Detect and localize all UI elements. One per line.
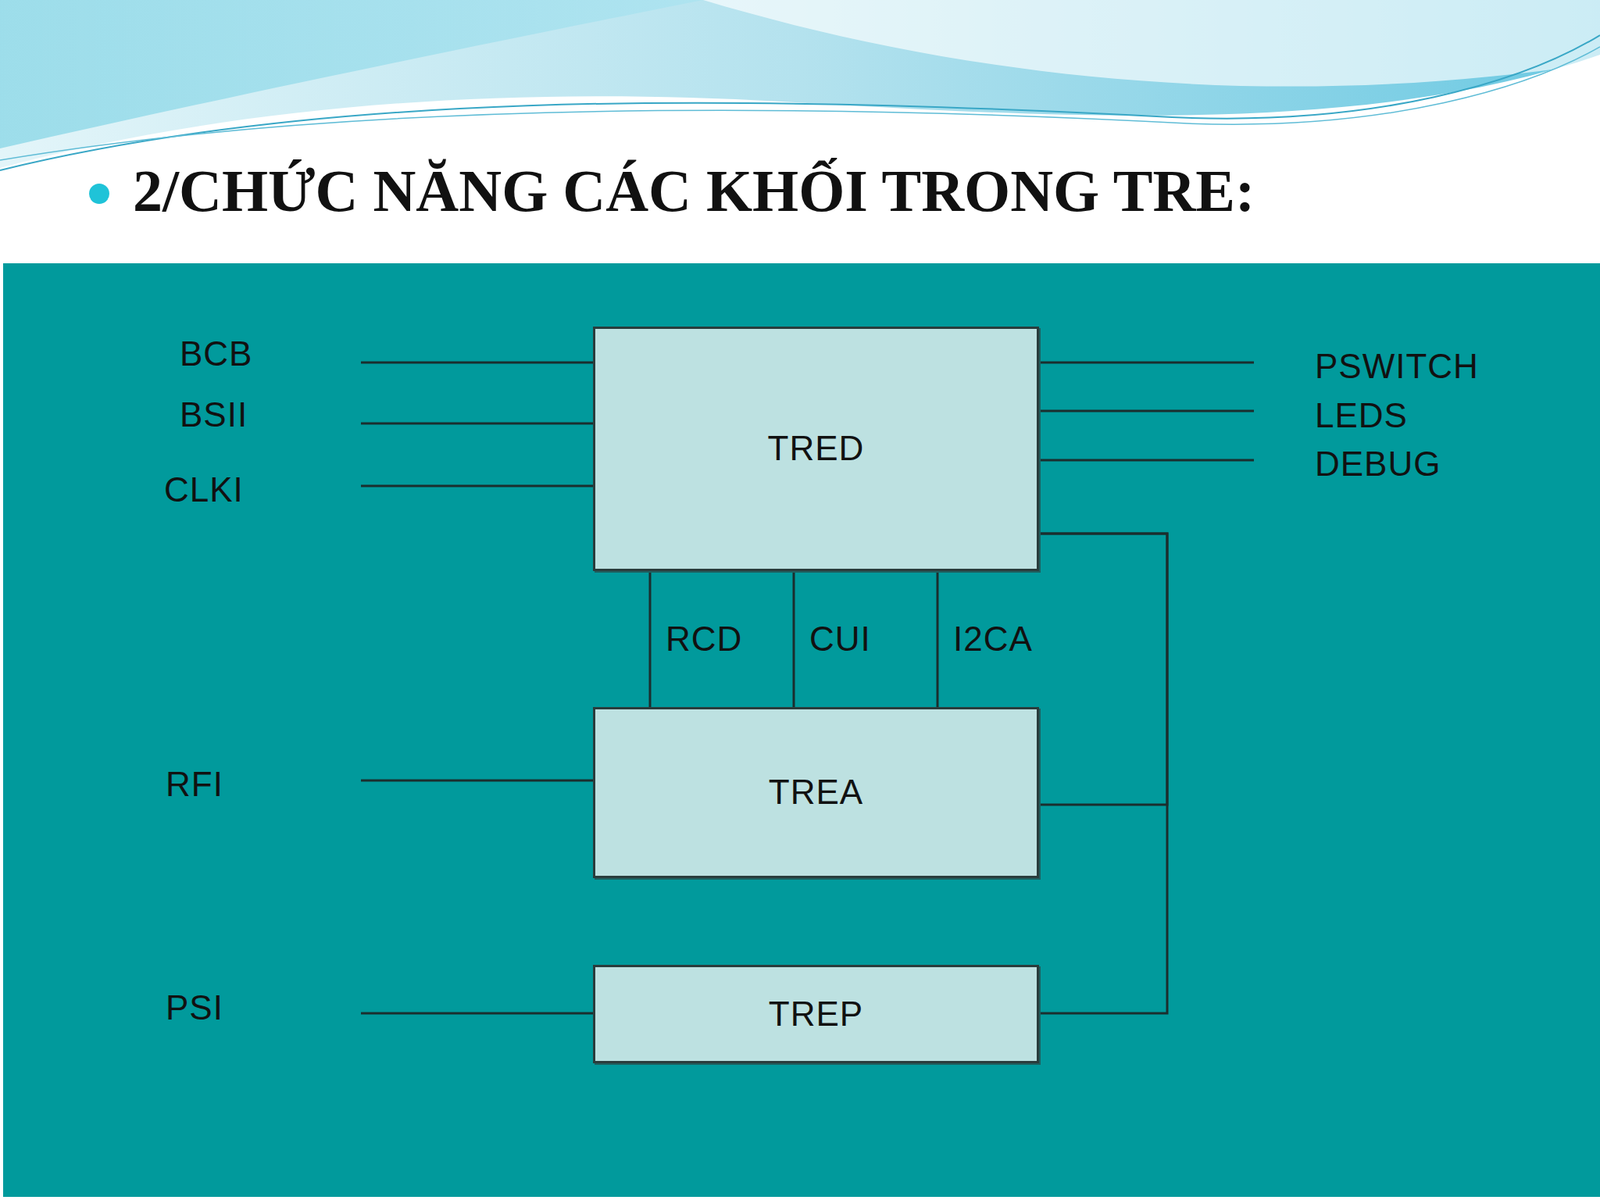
signal-name: PSI [165, 989, 224, 1027]
block-box: TREA [592, 707, 1040, 879]
signal-connector [792, 571, 796, 708]
signal-wire [1039, 410, 1254, 413]
bus-name: CUI [809, 620, 872, 658]
block-box: TRED [592, 326, 1040, 572]
signal-connector [1039, 533, 1168, 1014]
header-wave [0, 0, 1600, 168]
signal-connector [936, 571, 940, 708]
block-name: TREP [768, 995, 864, 1033]
header-line [0, 35, 1600, 171]
signal-name: DEBUG [1314, 445, 1441, 483]
block-box: TREP [592, 964, 1040, 1064]
signal-name: BCB [179, 335, 253, 373]
title-bullet [89, 183, 110, 204]
signal-wire [1039, 459, 1254, 462]
signal-name: LEDS [1314, 396, 1408, 435]
signal-wire [1039, 361, 1254, 365]
signal-name: RFI [165, 765, 224, 804]
signal-name: CLKI [164, 471, 244, 509]
bus-name: I2CA [953, 620, 1033, 658]
header-wave [0, 0, 704, 149]
content-panel [3, 263, 1600, 1197]
signal-wire [360, 422, 593, 425]
signal-wire [360, 779, 593, 783]
block-name: TRED [767, 429, 865, 468]
block-name: TREA [768, 773, 864, 811]
signal-name: PSWITCH [1314, 347, 1479, 386]
signal-connector [649, 571, 652, 708]
signal-wires [360, 362, 1254, 1014]
signal-wire [360, 1012, 593, 1015]
header-swoosh [703, 0, 1600, 87]
header-line [0, 46, 1600, 161]
slide-title: 2/CHỨC NĂNG CÁC KHỐI TRONG TRE: [132, 160, 1255, 221]
signal-wire [360, 485, 593, 488]
signal-wire [360, 361, 593, 365]
signal-connector [1039, 533, 1168, 805]
signal-name: BSII [179, 396, 248, 434]
bus-name: RCD [665, 620, 743, 658]
